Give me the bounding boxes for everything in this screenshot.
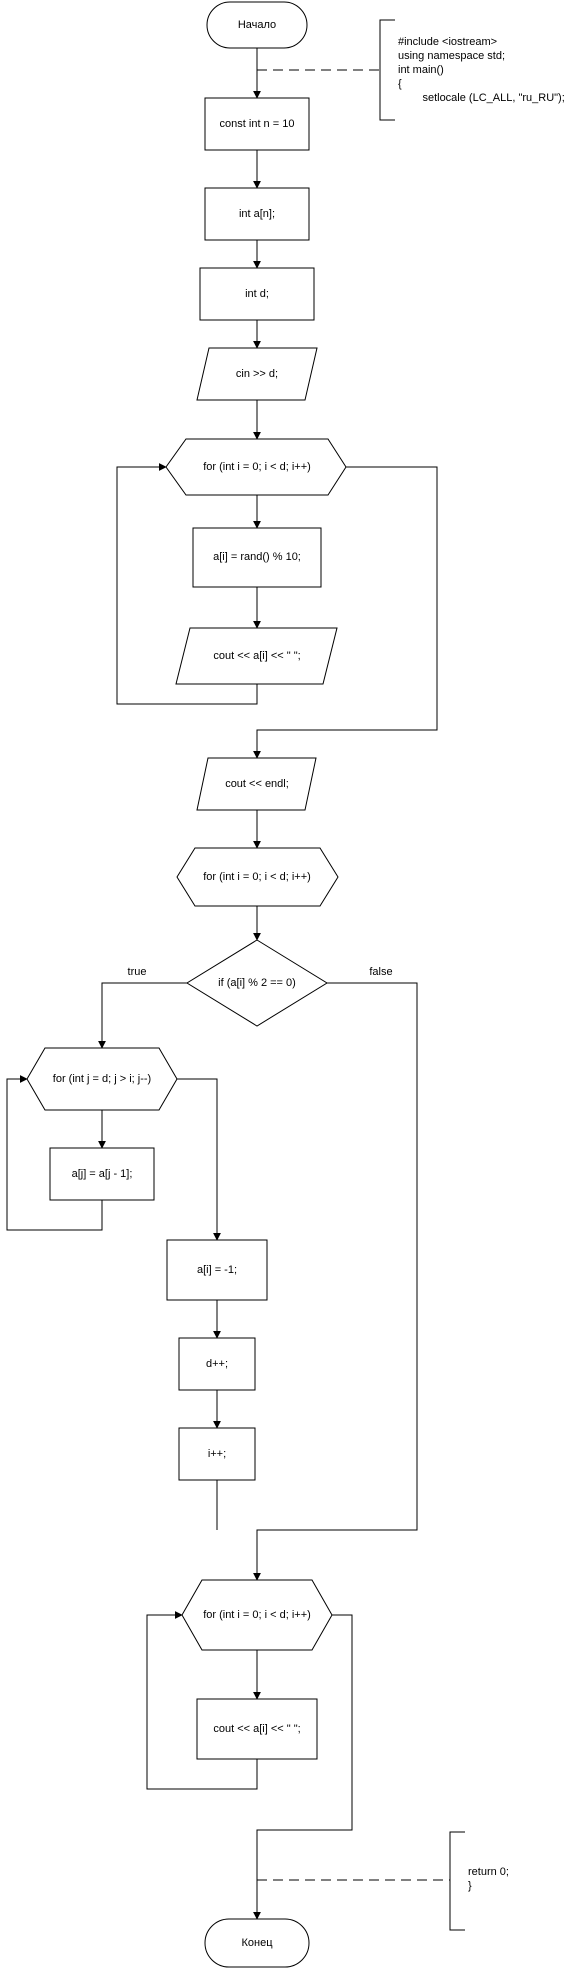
node-inc-d: d++; [178,1337,256,1391]
return-note: return 0; } [449,1831,509,1931]
node-loop2: for (int i = 0; i < d; i++) [176,847,339,907]
false-branch-label: false [369,966,392,978]
loop2-label: for (int i = 0; i < d; i++) [203,871,311,883]
note-line: #include <iostream> [398,36,497,48]
node-shift: a[j] = a[j - 1]; [49,1147,155,1201]
preamble-note: #include <iostream> using namespace std;… [379,19,565,121]
node-array-decl: int a[n]; [204,187,310,241]
assign-neg-label: a[i] = -1; [197,1264,237,1276]
node-condition: if (a[i] % 2 == 0) [186,939,328,1027]
note-line: } [468,1880,472,1892]
node-rand-assign: a[i] = rand() % 10; [192,527,322,588]
node-d-decl: int d; [199,267,315,321]
loop3-label: for (int i = 0; i < d; i++) [203,1609,311,1621]
node-output3: cout << a[i] << " "; [196,1698,318,1760]
edge-loop3-exit [253,1614,353,1920]
note-line: return 0; [468,1866,509,1878]
array-decl-label: int a[n]; [239,208,275,220]
edge-condition-false [253,982,418,1581]
node-inc-i: i++; [178,1427,256,1481]
note-line: setlocale (LC_ALL, "ru_RU"); [398,92,565,104]
start-label: Начало [238,19,276,31]
shift-label: a[j] = a[j - 1]; [72,1168,133,1180]
inner-loop-label: for (int j = d; j > i; j--) [53,1073,151,1085]
loop1-label: for (int i = 0; i < d; i++) [203,461,311,473]
node-output1: cout << a[i] << " "; [175,627,338,685]
node-end: Конец [204,1918,310,1968]
edge-loop1-exit [253,466,438,759]
edge-loop3-back [146,1611,258,1790]
node-input-d: cin >> d; [196,347,318,401]
const-n-label: const int n = 10 [220,118,295,130]
node-loop3: for (int i = 0; i < d; i++) [181,1579,333,1651]
node-endl: cout << endl; [196,757,317,811]
inc-d-label: d++; [206,1358,228,1370]
edge-inner-loop-back [6,1075,103,1231]
d-decl-label: int d; [245,288,269,300]
true-branch-label: true [128,966,147,978]
edge-inner-loop-exit [177,1078,221,1241]
end-label: Конец [241,1937,273,1949]
note-line: { [398,78,402,90]
inc-i-label: i++; [208,1448,226,1460]
output3-label: cout << a[i] << " "; [213,1723,300,1735]
node-inner-loop: for (int j = d; j > i; j--) [26,1047,178,1111]
node-assign-neg: a[i] = -1; [166,1239,268,1301]
return-note-bracket [449,1831,465,1931]
output1-label: cout << a[i] << " "; [213,650,300,662]
edge-loop1-back [116,463,258,705]
connectors [6,48,450,1920]
rand-assign-label: a[i] = rand() % 10; [213,551,301,563]
node-start: Начало [206,1,308,49]
node-const-n: const int n = 10 [204,97,310,151]
endl-label: cout << endl; [225,778,289,790]
preamble-note-bracket [379,19,395,121]
edge-condition-true [98,982,187,1049]
input-d-label: cin >> d; [236,368,278,380]
condition-label: if (a[i] % 2 == 0) [218,977,296,989]
note-line: int main() [398,64,444,76]
node-loop1: for (int i = 0; i < d; i++) [165,438,347,496]
note-line: using namespace std; [398,50,505,62]
